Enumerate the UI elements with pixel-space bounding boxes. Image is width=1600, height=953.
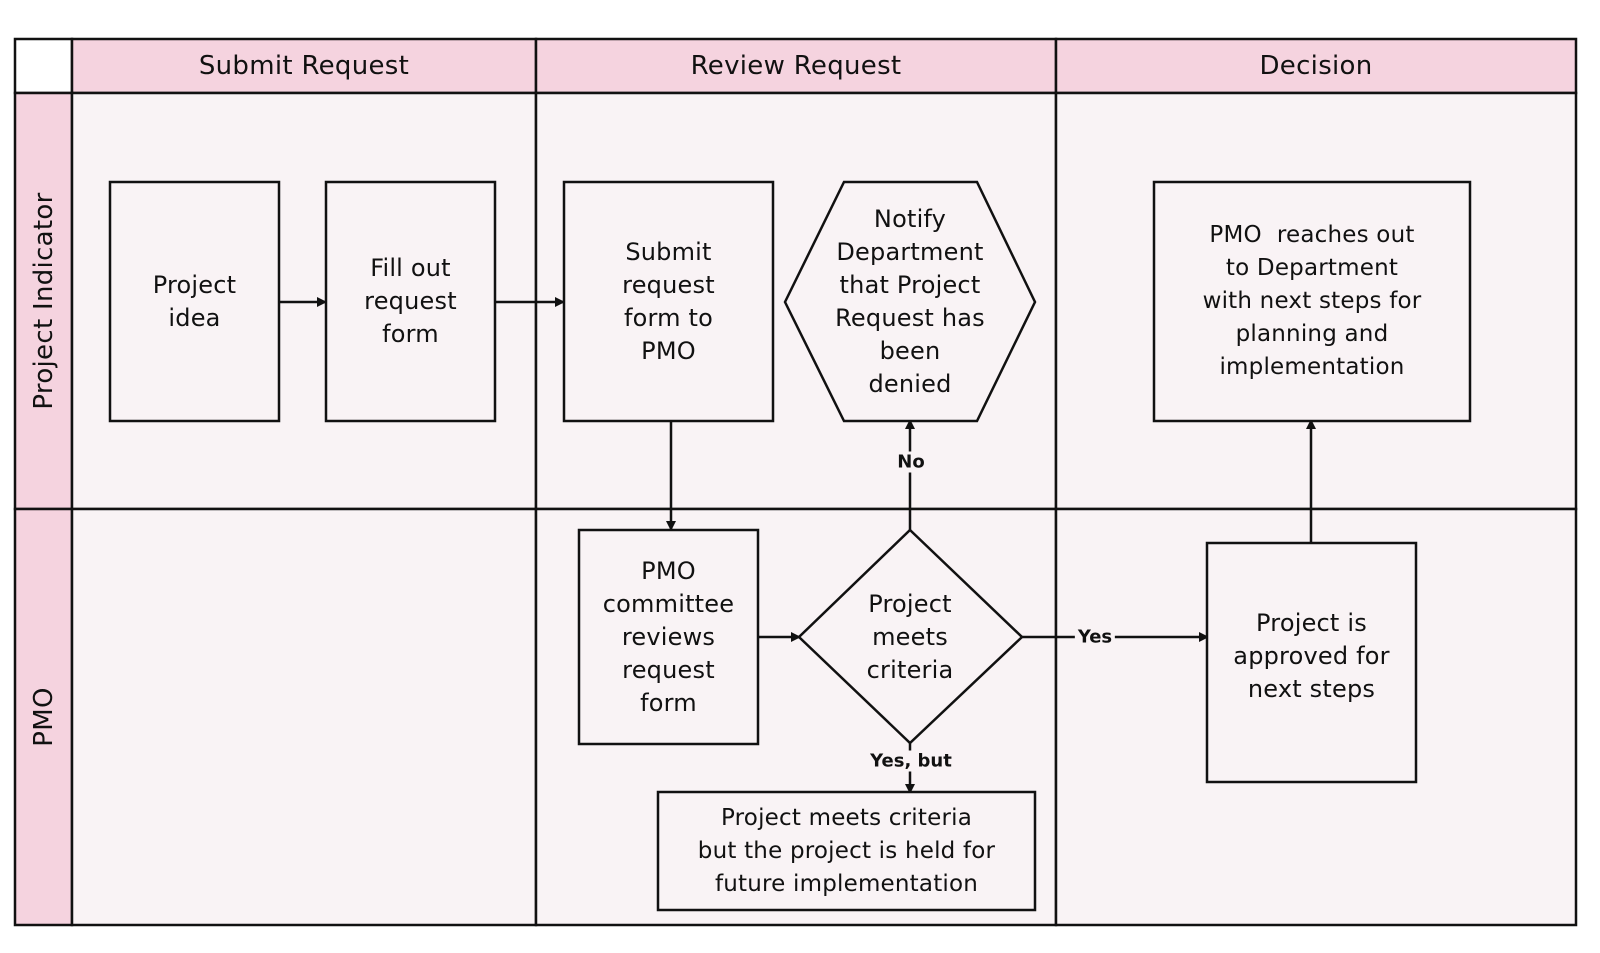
cell-pmo-submit (70, 507, 538, 927)
node-approved (1205, 541, 1418, 784)
lane-label-cell-indicator (13, 91, 74, 511)
node-committee-reviews (577, 528, 760, 746)
node-pmo-reaches-out (1152, 180, 1472, 423)
header-cell-submit (70, 37, 538, 95)
header-cell-decision (1054, 37, 1578, 95)
node-fill-form (324, 180, 497, 423)
node-meets-criteria (797, 528, 1024, 745)
node-notify-denied (783, 180, 1037, 423)
node-held (656, 790, 1037, 912)
node-project-idea (108, 180, 281, 423)
corner-cell (13, 37, 74, 95)
header-cell-review (534, 37, 1058, 95)
node-submit-form (562, 180, 775, 423)
lane-label-cell-pmo (13, 507, 74, 927)
